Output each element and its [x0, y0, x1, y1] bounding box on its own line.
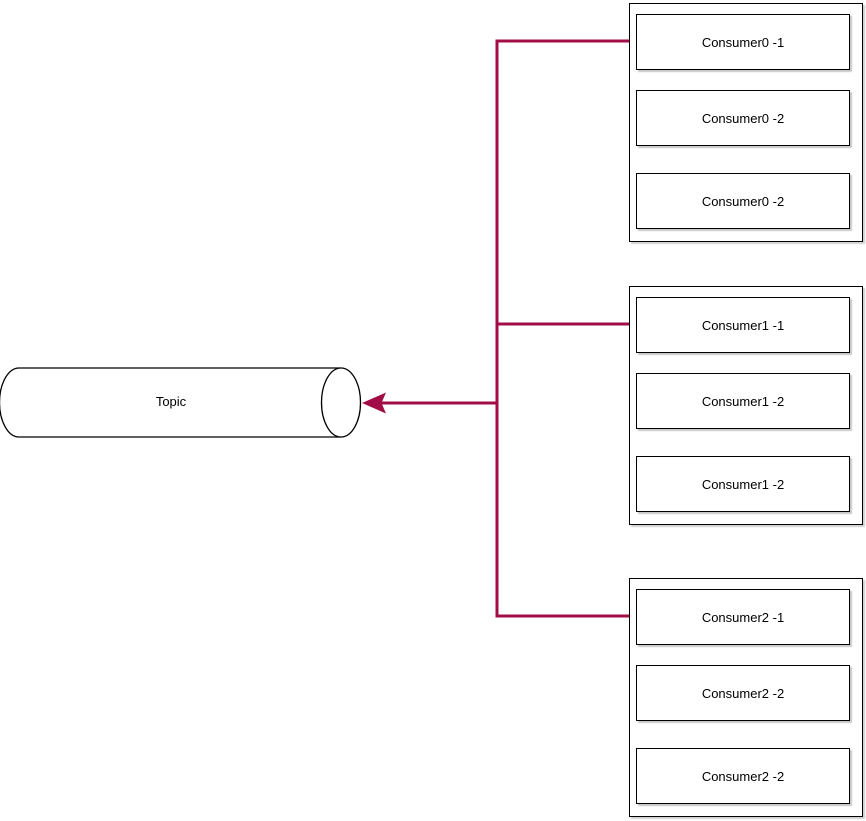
consumer-node: Consumer1 -2 — [636, 456, 850, 512]
consumer-node: Consumer0 -2 — [636, 173, 850, 229]
consumer-node: Consumer1 -1 — [636, 297, 850, 353]
consumer-group-0: Consumer0 -1 Consumer0 -2 Consumer0 -2 — [629, 3, 863, 242]
topic-node-label: Topic — [155, 394, 187, 409]
consumer-node: Consumer2 -2 — [636, 665, 850, 721]
cylinder-body — [0, 367, 341, 438]
cylinder-cap — [320, 367, 362, 438]
consumer-node: Consumer0 -2 — [636, 90, 850, 146]
consumer-node: Consumer2 -1 — [636, 589, 850, 645]
consumer-group-2: Consumer2 -1 Consumer2 -2 Consumer2 -2 — [629, 578, 863, 817]
arrowhead-icon — [362, 392, 386, 414]
connector-lines — [381, 39, 636, 618]
consumer-node: Consumer2 -2 — [636, 748, 850, 804]
consumer-node: Consumer1 -2 — [636, 373, 850, 429]
consumer-node: Consumer0 -1 — [636, 14, 850, 70]
consumer-group-1: Consumer1 -1 Consumer1 -2 Consumer1 -2 — [629, 286, 863, 525]
